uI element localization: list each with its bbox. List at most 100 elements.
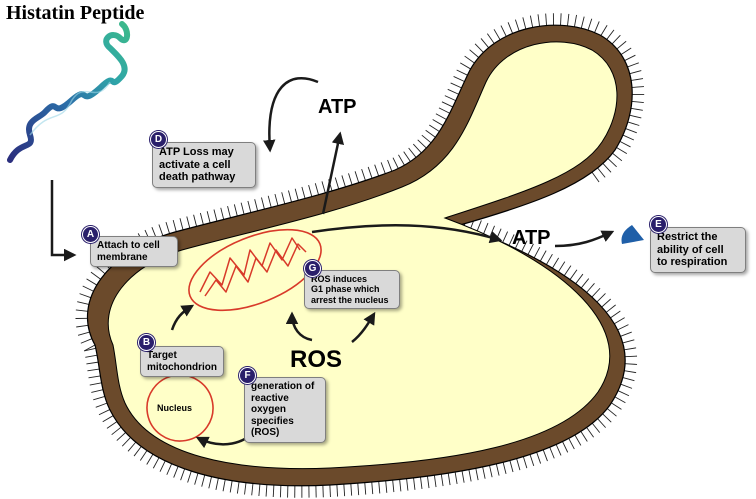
cell-hair <box>624 370 637 374</box>
step-d-line-2: activate a cell <box>159 158 231 171</box>
cell-hair <box>199 212 204 225</box>
cell-hair <box>433 475 437 488</box>
cell-hair <box>622 339 635 344</box>
cell-hair <box>227 205 231 218</box>
cell-hair <box>493 29 501 40</box>
cell-hair <box>206 211 211 223</box>
cell-hair <box>364 482 367 495</box>
cell-hair <box>421 134 432 144</box>
cell-hair <box>387 159 393 172</box>
step-e-line-3: to respiration <box>657 256 728 269</box>
cell-hair <box>486 33 495 44</box>
cell-hair <box>607 158 617 168</box>
cell-hair <box>274 193 279 206</box>
cell-hair <box>515 237 521 249</box>
cell-hair <box>77 301 90 305</box>
cell-hair <box>575 273 584 284</box>
cell-hair <box>308 184 313 197</box>
cell-hair <box>622 134 635 141</box>
cell-hair <box>435 113 447 120</box>
cell-hair <box>341 175 346 188</box>
cell-hair <box>98 409 110 416</box>
cell-hair <box>334 177 340 190</box>
cell-hair <box>606 304 616 313</box>
cell-hair <box>587 18 593 31</box>
step-e-box: Restrict the ability of cell to respirat… <box>650 227 746 273</box>
cell-hair <box>629 70 642 75</box>
atp-right-label: ATP <box>512 227 551 249</box>
step-f-line-3: specifies (ROS) <box>251 415 294 439</box>
cell-hair <box>244 482 247 495</box>
cell-hair <box>597 167 606 178</box>
cell-hair <box>193 214 198 227</box>
cell-hair <box>602 413 612 423</box>
cell-hair <box>158 224 164 236</box>
cell-hair <box>85 354 98 358</box>
cell-hair <box>450 82 462 89</box>
cell-hair <box>76 324 89 328</box>
cell-hair <box>508 234 515 246</box>
cell-hair <box>215 478 219 490</box>
cell-hair <box>606 408 617 417</box>
step-d-box: ATP Loss may activate a cell death pathw… <box>152 142 256 188</box>
cell-hair <box>580 16 585 29</box>
cell-hair <box>343 484 346 497</box>
cell-hair <box>489 465 493 478</box>
cell-hair <box>247 200 252 213</box>
cell-hair <box>84 344 96 352</box>
cell-hair <box>631 78 644 81</box>
cell-hair <box>624 347 637 351</box>
cell-hair <box>116 432 126 441</box>
step-f-line-2: reactive oxygen <box>251 392 289 416</box>
cell-hair <box>408 147 417 158</box>
cell-hair <box>229 480 233 493</box>
mitochondrion <box>188 228 322 312</box>
cell-hair <box>631 86 644 88</box>
step-b-line-2: mitochondrion <box>147 361 217 373</box>
cell-hair <box>591 171 600 183</box>
cell-hair <box>348 173 353 185</box>
ros-label: ROS <box>290 346 343 373</box>
cell-hair <box>357 483 360 496</box>
cell-hair <box>611 402 622 410</box>
cell-hair <box>93 396 105 401</box>
step-d-badge: D <box>150 131 167 148</box>
cell-hair <box>111 426 122 436</box>
cell-hair <box>272 484 275 498</box>
step-e-line-1: Restrict the <box>657 231 718 243</box>
cell-hair <box>438 107 450 114</box>
cell-hair <box>625 128 637 134</box>
cell-hair <box>475 468 479 481</box>
cell-hair <box>413 477 416 490</box>
step-a-box: Attach to cell membrane <box>90 236 178 267</box>
cell-hair <box>489 225 495 238</box>
cell-hair <box>82 285 94 292</box>
cell-hair <box>591 287 601 298</box>
cell-hair <box>622 377 635 382</box>
cell-hair <box>495 463 500 476</box>
cell-hair <box>502 462 507 474</box>
cell-hair <box>569 269 578 280</box>
cell-hair <box>441 101 453 108</box>
cell-hair <box>251 483 254 496</box>
cell-hair <box>480 38 489 48</box>
cell-hair <box>77 331 90 336</box>
cell-hair <box>380 162 386 174</box>
cell-hair <box>460 62 471 70</box>
cell-hair <box>371 482 374 495</box>
cell-hair <box>627 121 640 126</box>
cell-hair <box>288 190 292 203</box>
cell-hair <box>474 43 484 53</box>
cell-hair <box>86 278 98 286</box>
cell-hair <box>625 355 638 358</box>
cell-hair <box>611 34 621 45</box>
cell-hair <box>620 47 632 55</box>
cell-hair <box>220 207 225 220</box>
cell-hair <box>88 375 101 379</box>
cell-hair <box>620 331 632 337</box>
step-g-box: ROS induces G1 phase which arrest the nu… <box>304 270 400 310</box>
cell-hair <box>521 240 528 252</box>
cell-hair <box>476 220 482 232</box>
cell-hair <box>432 119 444 126</box>
cell-hair <box>444 95 456 102</box>
